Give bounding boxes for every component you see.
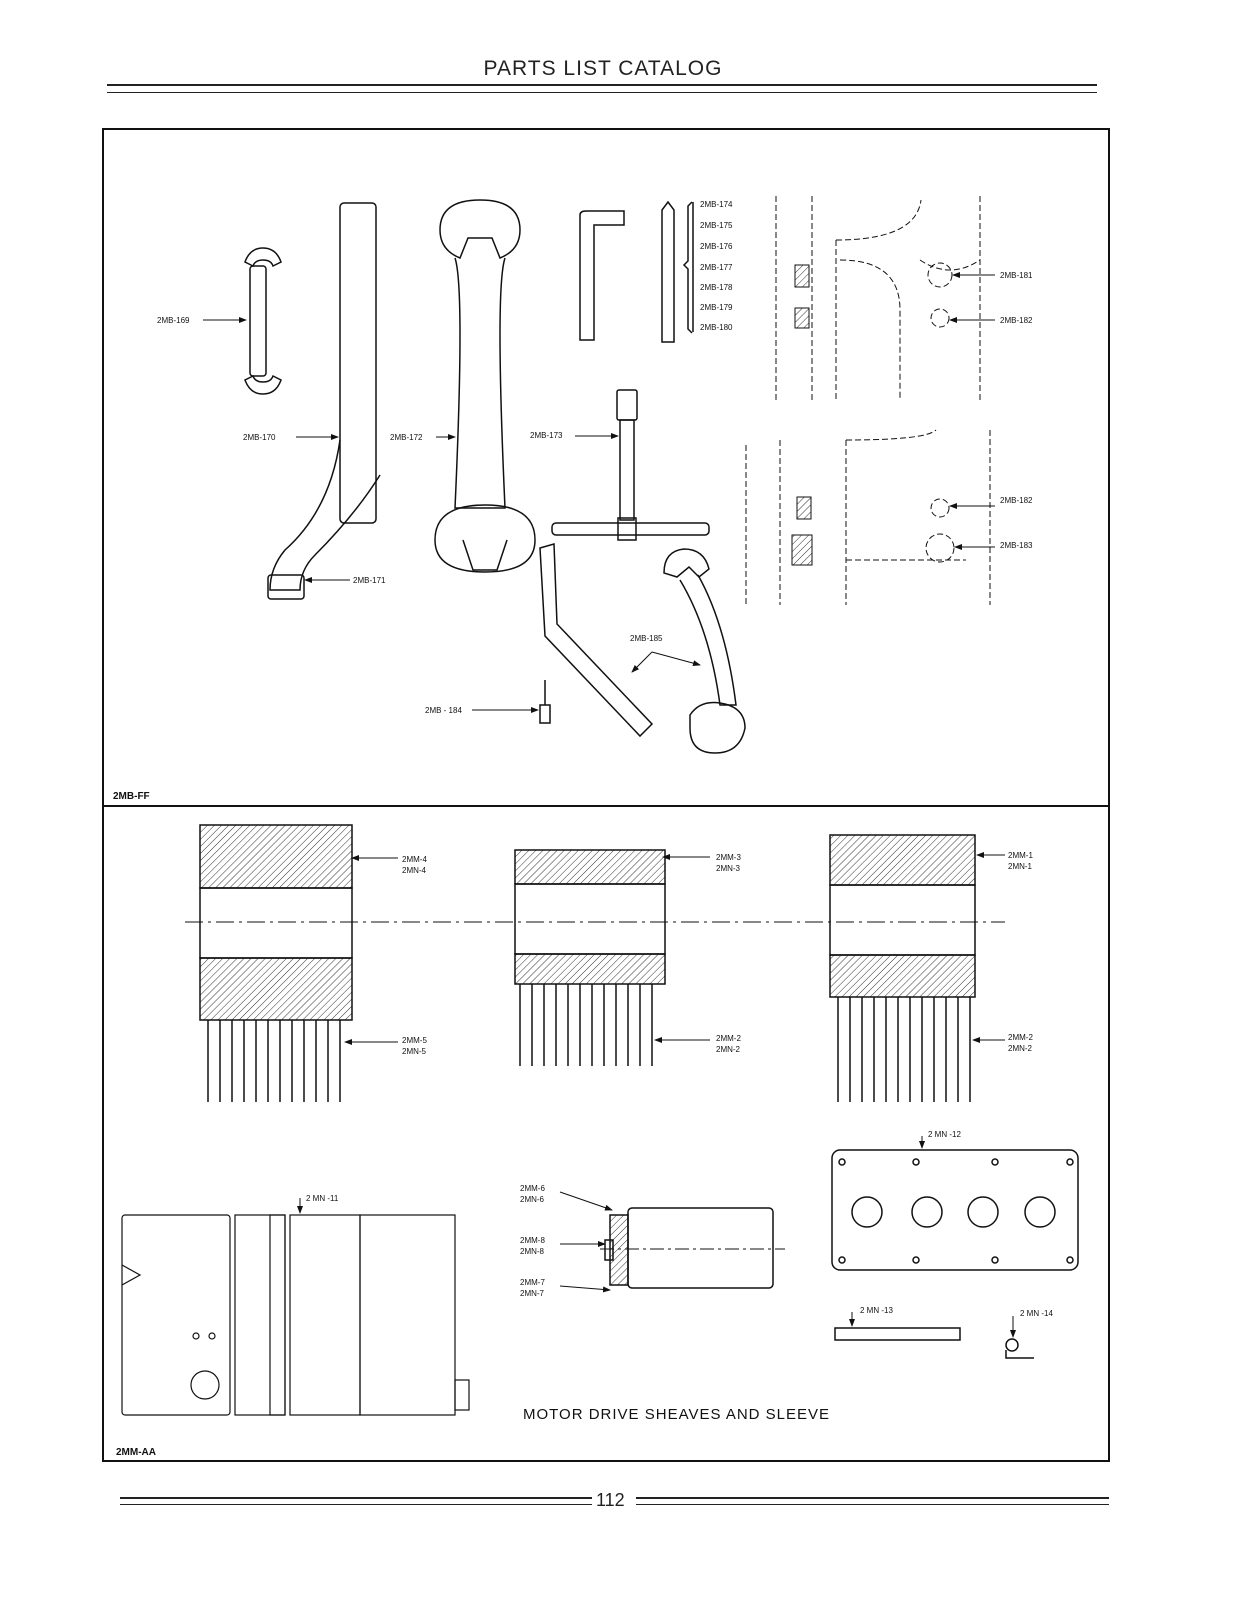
callout-2mb-176: 2MB-176 bbox=[700, 242, 733, 251]
figure-frame bbox=[102, 128, 1110, 1462]
frame-casting-upper bbox=[775, 196, 981, 401]
sheave-2mm-4 bbox=[199, 824, 353, 1102]
callout-2mb-174: 2MB-174 bbox=[700, 200, 733, 209]
footer-rule-left bbox=[120, 1497, 592, 1505]
callout-2mb-177: 2MB-177 bbox=[700, 263, 733, 272]
callout-2mm-3: 2MM-3 bbox=[716, 853, 741, 862]
callout-2mm-1: 2MM-1 bbox=[1008, 851, 1033, 860]
callout-2mn-6: 2MN-6 bbox=[520, 1195, 545, 1204]
callout-2mb-180: 2MB-180 bbox=[700, 323, 733, 332]
sheave-2mm-3 bbox=[514, 849, 666, 1066]
flat-bar bbox=[834, 1327, 961, 1341]
callout-2mn-4: 2MN-4 bbox=[402, 866, 427, 875]
callout-2mb-182-lower: 2MB-182 bbox=[1000, 496, 1033, 505]
sheave-2mm-1 bbox=[829, 834, 976, 1102]
callout-2mb-169: 2MB-169 bbox=[157, 316, 190, 325]
callout-2mn-2-right: 2MN-2 bbox=[1008, 1044, 1033, 1053]
cover-plate bbox=[831, 1149, 1079, 1271]
section-id-2mb-ff: 2MB-FF bbox=[113, 791, 150, 802]
header-rule bbox=[107, 84, 1097, 93]
page-title: PARTS LIST CATALOG bbox=[483, 57, 723, 80]
callout-2mn-13: 2 MN -13 bbox=[860, 1306, 893, 1315]
t-handle-wrench bbox=[551, 389, 710, 541]
callout-2mb-172: 2MB-172 bbox=[390, 433, 423, 442]
figure-caption: MOTOR DRIVE SHEAVES AND SLEEVE bbox=[523, 1406, 831, 1423]
callout-2mb-170: 2MB-170 bbox=[243, 433, 276, 442]
sleeve-assembly bbox=[600, 1207, 785, 1289]
callout-2mm-8: 2MM-8 bbox=[520, 1236, 545, 1245]
open-end-wrench-large bbox=[434, 199, 536, 573]
section-divider bbox=[102, 805, 1110, 807]
callout-2mm-6: 2MM-6 bbox=[520, 1184, 545, 1193]
callout-2mb-181: 2MB-181 bbox=[1000, 271, 1033, 280]
callout-2mm-5: 2MM-5 bbox=[402, 1036, 427, 1045]
callout-2mb-171: 2MB-171 bbox=[353, 576, 386, 585]
offset-wrench bbox=[539, 543, 746, 754]
callout-2mn-8: 2MN-8 bbox=[520, 1247, 545, 1256]
hook-spanner-wrench bbox=[267, 202, 381, 600]
callout-2mn-11: 2 MN -11 bbox=[306, 1194, 339, 1203]
callout-2mn-2-center: 2MN-2 bbox=[716, 1045, 741, 1054]
small-screw bbox=[539, 680, 551, 724]
enclosure-panel bbox=[121, 1214, 470, 1416]
callout-2mb-175: 2MB-175 bbox=[700, 221, 733, 230]
double-end-wrench-small bbox=[244, 247, 282, 395]
callout-2mm-7: 2MM-7 bbox=[520, 1278, 545, 1287]
callout-2mb-179: 2MB-179 bbox=[700, 303, 733, 312]
callout-2mb-185: 2MB-185 bbox=[630, 634, 663, 643]
footer-rule-right bbox=[636, 1497, 1109, 1505]
callout-2mm-4: 2MM-4 bbox=[402, 855, 427, 864]
callout-2mm-2-center: 2MM-2 bbox=[716, 1034, 741, 1043]
callout-2mb-182-upper: 2MB-182 bbox=[1000, 316, 1033, 325]
section-id-2mm-aa: 2MM-AA bbox=[116, 1447, 156, 1458]
page-number: 112 bbox=[596, 1490, 625, 1510]
callout-2mb-183: 2MB-183 bbox=[1000, 541, 1033, 550]
callout-2mb-173: 2MB-173 bbox=[530, 431, 563, 440]
callout-2mn-5: 2MN-5 bbox=[402, 1047, 427, 1056]
callout-2mm-2-right: 2MM-2 bbox=[1008, 1033, 1033, 1042]
callout-2mn-3: 2MN-3 bbox=[716, 864, 741, 873]
hex-bits bbox=[661, 200, 694, 343]
allen-key bbox=[579, 210, 625, 341]
callout-2mn-1: 2MN-1 bbox=[1008, 862, 1033, 871]
callout-2mb-184: 2MB - 184 bbox=[425, 706, 462, 715]
callout-2mn-12: 2 MN -12 bbox=[928, 1130, 961, 1139]
callout-2mn-7: 2MN-7 bbox=[520, 1289, 545, 1298]
callout-2mb-178: 2MB-178 bbox=[700, 283, 733, 292]
small-fitting bbox=[1005, 1338, 1034, 1359]
callout-2mn-14: 2 MN -14 bbox=[1020, 1309, 1053, 1318]
frame-casting-lower bbox=[745, 429, 991, 605]
